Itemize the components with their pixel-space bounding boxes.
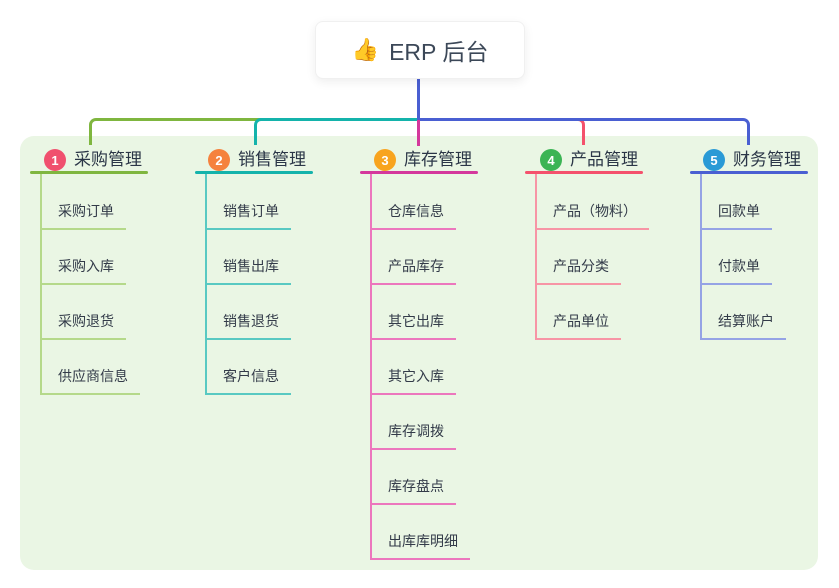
branch-product-underline — [525, 171, 643, 174]
child-item-label: 其它入库 — [388, 368, 444, 384]
branch-sales-underline — [195, 171, 313, 174]
child-item-label: 采购入库 — [58, 258, 114, 274]
child-item[interactable]: 其它出库 — [370, 306, 456, 340]
child-item[interactable]: 仓库信息 — [370, 196, 456, 230]
branch-purchase-badge: 1 — [44, 149, 66, 171]
child-item-label: 库存调拨 — [388, 423, 444, 439]
child-item-label: 产品（物料） — [553, 203, 637, 219]
child-item[interactable]: 出库库明细 — [370, 526, 470, 560]
child-item-label: 产品单位 — [553, 313, 609, 329]
branch-purchase-label[interactable]: 采购管理 — [74, 150, 142, 169]
branch-product-label[interactable]: 产品管理 — [570, 150, 638, 169]
child-item-label: 采购订单 — [58, 203, 114, 219]
child-item-label: 产品分类 — [553, 258, 609, 274]
branch-inventory-underline — [360, 171, 478, 174]
branch-sales-label[interactable]: 销售管理 — [238, 150, 306, 169]
child-item-label: 出库库明细 — [388, 533, 458, 549]
child-item[interactable]: 付款单 — [700, 251, 772, 285]
child-item[interactable]: 产品单位 — [535, 306, 621, 340]
child-item-label: 其它出库 — [388, 313, 444, 329]
root-node[interactable]: 👍 ERP 后台 — [315, 21, 525, 79]
child-item-label: 付款单 — [718, 258, 760, 274]
child-item[interactable]: 产品库存 — [370, 251, 456, 285]
child-item[interactable]: 库存调拨 — [370, 416, 456, 450]
child-item[interactable]: 销售退货 — [205, 306, 291, 340]
child-item[interactable]: 采购入库 — [40, 251, 126, 285]
child-item[interactable]: 销售出库 — [205, 251, 291, 285]
child-item-label: 销售订单 — [223, 203, 279, 219]
child-item[interactable]: 客户信息 — [205, 361, 291, 395]
child-item[interactable]: 回款单 — [700, 196, 772, 230]
branch-finance-label[interactable]: 财务管理 — [733, 150, 801, 169]
child-item[interactable]: 产品分类 — [535, 251, 621, 285]
child-item[interactable]: 结算账户 — [700, 306, 786, 340]
branch-purchase-underline — [30, 171, 148, 174]
child-item-label: 客户信息 — [223, 368, 279, 384]
branch-inventory-badge: 3 — [374, 149, 396, 171]
branch-finance-underline — [690, 171, 808, 174]
branches-panel — [20, 136, 818, 570]
connector-root — [417, 79, 420, 120]
child-item[interactable]: 供应商信息 — [40, 361, 140, 395]
child-item-label: 库存盘点 — [388, 478, 444, 494]
branch-product-badge: 4 — [540, 149, 562, 171]
branch-inventory-label[interactable]: 库存管理 — [404, 150, 472, 169]
child-item[interactable]: 采购订单 — [40, 196, 126, 230]
child-item[interactable]: 产品（物料） — [535, 196, 649, 230]
child-item-label: 产品库存 — [388, 258, 444, 274]
branch-inventory-trunk — [370, 173, 372, 560]
child-item[interactable]: 采购退货 — [40, 306, 126, 340]
child-item[interactable]: 其它入库 — [370, 361, 456, 395]
child-item-label: 回款单 — [718, 203, 760, 219]
branch-finance-trunk — [700, 173, 702, 340]
branch-sales-badge: 2 — [208, 149, 230, 171]
branch-product-trunk — [535, 173, 537, 340]
child-item-label: 仓库信息 — [388, 203, 444, 219]
child-item-label: 销售退货 — [223, 313, 279, 329]
branch-finance-badge: 5 — [703, 149, 725, 171]
thumbs-up-icon: 👍 — [351, 37, 380, 62]
child-item[interactable]: 库存盘点 — [370, 471, 456, 505]
child-item[interactable]: 销售订单 — [205, 196, 291, 230]
child-item-label: 供应商信息 — [58, 368, 128, 384]
root-node-label: ERP 后台 — [389, 39, 489, 65]
child-item-label: 销售出库 — [223, 258, 279, 274]
child-item-label: 结算账户 — [718, 313, 774, 329]
child-item-label: 采购退货 — [58, 313, 114, 329]
